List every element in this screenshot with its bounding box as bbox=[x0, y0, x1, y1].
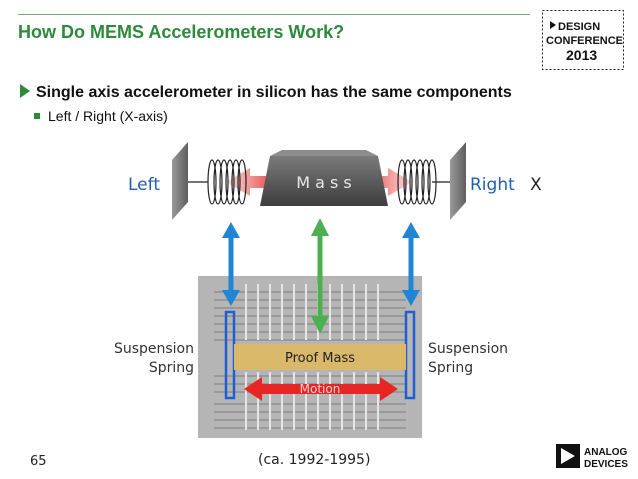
left-label: Left bbox=[128, 175, 160, 195]
green-arrow bbox=[311, 218, 329, 334]
mass-block bbox=[260, 156, 388, 206]
suspension-label-right-line1: Suspension bbox=[428, 341, 509, 357]
proof-mass-bar bbox=[234, 344, 406, 370]
bullet-square-icon bbox=[34, 113, 40, 119]
red-arrow-right bbox=[366, 168, 412, 196]
bullet-main-text: Single axis accelerometer in silicon has… bbox=[36, 84, 512, 101]
axis-label: X bbox=[530, 175, 542, 195]
logo-devices-text: DEVICES bbox=[584, 459, 628, 470]
design-conference-logo: DESIGN CONFERENCE 2013 bbox=[542, 10, 624, 70]
red-arrow-left bbox=[226, 168, 272, 196]
slide-title: How Do MEMS Accelerometers Work? bbox=[18, 22, 345, 42]
blue-arrow-right bbox=[402, 222, 420, 306]
bullet-triangle-icon bbox=[20, 84, 30, 98]
suspension-label-right: Suspension Spring bbox=[428, 340, 508, 378]
left-spring bbox=[207, 159, 247, 205]
bullet-sub-text: Left / Right (X-axis) bbox=[48, 108, 168, 124]
header-rule bbox=[18, 14, 530, 15]
logo-year-text: 2013 bbox=[566, 47, 597, 63]
mass-label: M a s s bbox=[296, 173, 352, 192]
suspension-label-right-line2: Spring bbox=[428, 360, 474, 376]
chip-vertical-fingers bbox=[245, 284, 379, 430]
analog-devices-logo: ANALOG DEVICES bbox=[556, 444, 628, 470]
right-wall bbox=[450, 142, 466, 220]
suspension-label-left: Suspension Spring bbox=[108, 340, 194, 378]
bullet-sub: Left / Right (X-axis) bbox=[34, 108, 168, 124]
suspension-label-left-line1: Suspension bbox=[113, 341, 194, 357]
logo-design-text: DESIGN bbox=[558, 21, 600, 33]
left-wall bbox=[172, 142, 188, 220]
right-spring bbox=[397, 159, 437, 205]
mass-top-face bbox=[270, 150, 378, 156]
blue-arrow-left bbox=[222, 222, 240, 306]
logo-conference-text: CONFERENCE bbox=[546, 35, 623, 47]
motion-arrow bbox=[244, 377, 398, 401]
page-number: 65 bbox=[30, 454, 47, 469]
proof-mass-label: Proof Mass bbox=[285, 351, 355, 366]
photo-caption: (ca. 1992-1995) bbox=[258, 452, 371, 468]
suspension-label-left-line2: Spring bbox=[148, 360, 194, 376]
bullet-main: Single axis accelerometer in silicon has… bbox=[20, 84, 512, 102]
logo-analog-text: ANALOG bbox=[584, 447, 628, 458]
motion-label: Motion bbox=[300, 382, 341, 396]
right-label: Right bbox=[470, 175, 515, 195]
